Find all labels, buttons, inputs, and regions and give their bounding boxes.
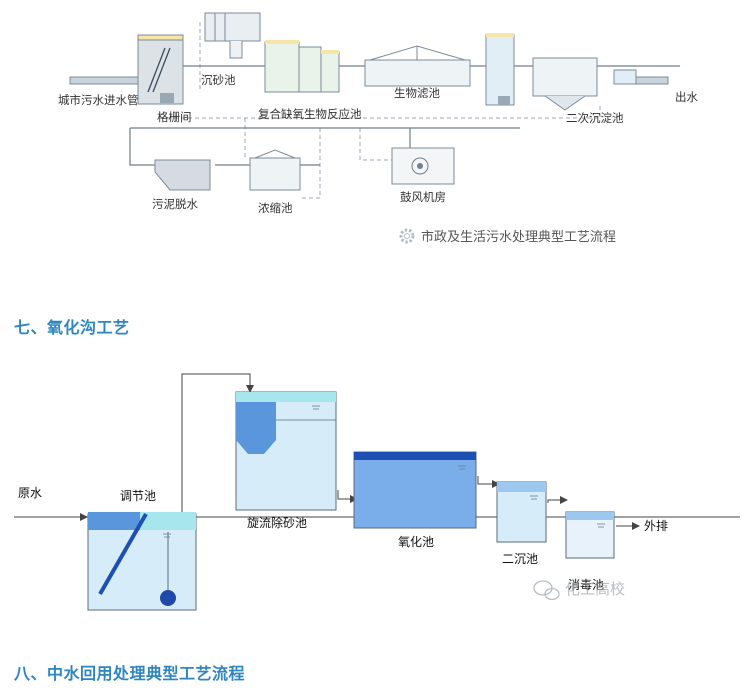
label-grit: 沉砂池 — [201, 73, 236, 87]
diagram1-caption: 市政及生活污水处理典型工艺流程 — [421, 229, 616, 245]
grit-tank — [204, 12, 261, 59]
dewatering-unit — [154, 159, 211, 191]
oxidation-ditch-svg: 原水 调节池 旋流除砂池 氧化池 二沉池 消毒池 外排 化工高校 — [14, 373, 740, 611]
secondary-pipes — [160, 22, 601, 199]
watermark: 化工高校 — [533, 580, 625, 601]
label-oxidation: 氧化池 — [398, 535, 434, 549]
secondary-clarifier-tank — [496, 481, 547, 543]
thickener-tank — [249, 149, 301, 191]
municipal-process-svg: 城市污水进水管 格栅间 沉砂池 复合缺氧生物反应池 生物滤池 二次沉淀池 出水 … — [58, 12, 698, 245]
label-disinfection: 消毒池 — [568, 578, 604, 592]
outlet-tank — [613, 69, 637, 85]
label-vortex: 旋流除砂池 — [247, 515, 307, 530]
blower-house — [391, 147, 455, 185]
section-heading-8: 八、中水回用处理典型工艺流程 — [14, 664, 246, 683]
label-blower: 鼓风机房 — [400, 190, 446, 204]
pump-icon — [160, 590, 176, 606]
watermark-text: 化工高校 — [565, 580, 625, 598]
label-inlet: 城市污水进水管 — [58, 93, 139, 107]
label-outlet: 出水 — [675, 90, 698, 104]
equalization-tank — [87, 512, 197, 611]
vortex-grit-tank — [235, 391, 337, 511]
screen-chamber — [137, 34, 184, 105]
column-tank — [485, 33, 515, 106]
label-screen: 格栅间 — [157, 110, 192, 124]
label-discharge: 外排 — [644, 519, 668, 533]
water-level-marks — [163, 405, 605, 538]
label-thickener: 浓缩池 — [258, 201, 293, 215]
oxidation-ditch-diagram: 原水 调节池 旋流除砂池 氧化池 二沉池 消毒池 外排 化工高校 — [0, 362, 742, 622]
wechat-icon — [533, 580, 560, 601]
disinfection-tank — [565, 511, 615, 559]
inlet-pipe — [69, 76, 143, 85]
label-clarifier: 二沉池 — [502, 552, 538, 566]
label-equalization: 调节池 — [120, 489, 156, 503]
section-heading-7: 七、氧化沟工艺 — [14, 318, 130, 337]
label-reactor: 复合缺氧生物反应池 — [258, 107, 362, 121]
flow-arrows — [80, 385, 640, 530]
gear-icon — [399, 228, 415, 244]
oxidation-basin — [353, 451, 477, 529]
label-dewater: 污泥脱水 — [152, 197, 198, 211]
outlet-pipe — [635, 76, 669, 85]
municipal-process-diagram: 城市污水进水管 格栅间 沉砂池 复合缺氧生物反应池 生物滤池 二次沉淀池 出水 … — [0, 0, 742, 280]
biofilter-tank — [364, 45, 471, 87]
secondary-clarifier — [532, 57, 598, 111]
label-biofilter: 生物滤池 — [394, 86, 440, 100]
label-raw-water: 原水 — [18, 486, 42, 500]
reactor-tanks — [264, 40, 340, 93]
label-clarifier2: 二次沉淀池 — [566, 111, 624, 125]
